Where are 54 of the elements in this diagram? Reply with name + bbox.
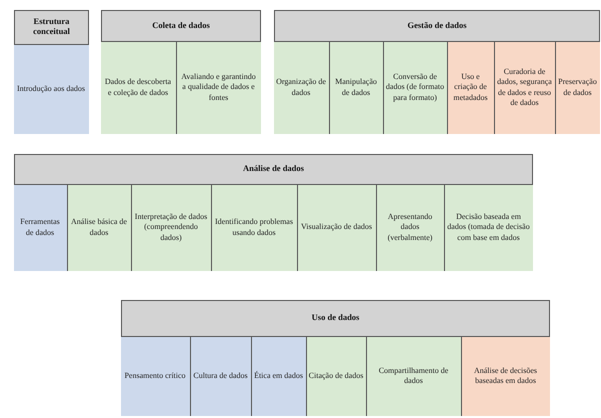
- topic-cell: [14, 184, 66, 270]
- category-heading: Coleta de dados: [152, 20, 210, 31]
- topic-cell: [210, 184, 296, 270]
- topic-label: Análise de decisões baseadas em dados: [472, 366, 538, 386]
- category-heading: Análise de dados: [243, 164, 304, 174]
- topic-label: Ferramentas de dados: [19, 217, 61, 238]
- topic-cell: [444, 184, 532, 270]
- topic-cell: [328, 40, 382, 134]
- topic-cell: [130, 184, 210, 270]
- topic-label: Ética em dados: [254, 370, 303, 382]
- topic-cell: [460, 336, 550, 416]
- topic-label: Pensamento crítico: [124, 370, 186, 382]
- topic-label: Análise básica de dados: [70, 217, 128, 238]
- category-panel: [274, 10, 600, 134]
- category-heading: Gestão de dados: [407, 20, 467, 31]
- topic-label: Avaliando e garantindo a qualidade de dados e fontes: [180, 72, 257, 104]
- topic-cell: [376, 184, 444, 270]
- topic-cell: [274, 40, 328, 134]
- topic-cell: [554, 40, 600, 134]
- topic-cell: [446, 40, 494, 134]
- category-heading: Estrutura conceitual: [32, 17, 71, 38]
- topic-label: Apresentando dados (verbalmente): [386, 212, 434, 244]
- topic-cell: [176, 40, 260, 134]
- topic-label: Conversão de dados (de formato para formato): [386, 72, 444, 104]
- topic-label: Curadoria de dados, segurança de dados e reuso de dados: [496, 66, 552, 108]
- topic-cell: [366, 336, 460, 416]
- topic-cell: [100, 40, 176, 134]
- category-panel: [14, 154, 533, 271]
- category-heading: Uso de dados: [312, 313, 360, 324]
- topic-label: Cultura de dados: [193, 370, 248, 382]
- category-panel: [121, 300, 550, 416]
- topic-cell: [382, 40, 446, 134]
- topic-label: Dados de descoberta e coleção de dados: [104, 77, 172, 98]
- topic-label: Citação de dados: [308, 370, 364, 382]
- topic-cell: [296, 184, 376, 270]
- topic-cell: [306, 336, 366, 416]
- topic-cell: [190, 336, 250, 416]
- topic-label: Decisão baseada em dados (tomada de decisão com base em dados: [446, 212, 530, 244]
- topic-label: Uso e criação de metadados: [452, 72, 489, 104]
- topic-label: Organização de dados: [276, 77, 326, 98]
- topic-cell: [494, 40, 554, 134]
- topic-label: Preservação de dados: [558, 77, 598, 98]
- topic-label: Visualização de dados: [300, 222, 372, 233]
- topic-label: Identificando problemas usando dados: [214, 217, 294, 238]
- category-panel: [14, 10, 89, 134]
- category-panel: [101, 10, 261, 134]
- topic-label: Introdução aos dados: [17, 84, 85, 94]
- topic-label: Compartilhamento de dados: [378, 366, 450, 386]
- topic-cell: [250, 336, 306, 416]
- topic-label: Manipulação de dados: [334, 77, 378, 98]
- topic-label: Interpretação de dados (compreendendo dados): [134, 212, 208, 244]
- topic-cell: [120, 336, 190, 416]
- topic-cell: [14, 44, 88, 134]
- topic-cell: [66, 184, 130, 270]
